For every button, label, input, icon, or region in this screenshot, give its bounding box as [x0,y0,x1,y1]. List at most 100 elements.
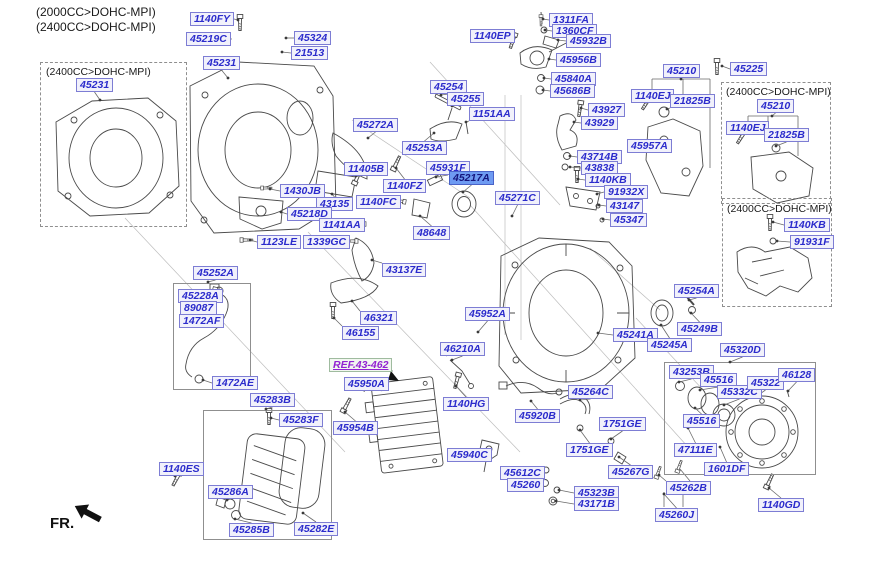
part-label[interactable]: 45612C [500,466,545,480]
part-label[interactable]: 45950A [344,377,389,391]
part-label[interactable]: 45260J [655,508,699,522]
part-label[interactable]: 21825B [764,128,809,142]
part-label[interactable]: 1472AE [212,376,258,390]
part-label[interactable]: 43171B [574,497,619,511]
part-label[interactable]: 45952A [465,307,510,321]
engine-variant-note-2: (2400CC>DOHC-MPI) [36,20,156,34]
part-label[interactable]: 45283F [279,413,323,427]
part-label[interactable]: 45231 [203,56,241,70]
part-label[interactable]: 1140HG [443,397,490,411]
part-label[interactable]: 43838 [581,161,619,175]
part-label[interactable]: 1472AF [179,314,225,328]
variant-group-caption-left: (2400CC>DOHC-MPI) [46,66,151,78]
part-label[interactable]: 45219C [186,32,231,46]
part-label[interactable]: 1339GC [303,235,351,249]
part-label[interactable]: 45957A [627,139,672,153]
part-label[interactable]: 43147 [606,199,644,213]
part-label[interactable]: 45956B [556,53,601,67]
part-label[interactable]: 45840A [551,72,596,86]
part-label[interactable]: 45225 [730,62,768,76]
part-label[interactable]: 45940C [447,448,492,462]
part-label[interactable]: 91932X [604,185,649,199]
part-label[interactable]: 48648 [413,226,451,240]
part-label[interactable]: 43927 [588,103,626,117]
part-label[interactable]: 43714B [577,150,622,164]
part-label[interactable]: 45252A [193,266,238,280]
part-label[interactable]: 21513 [291,46,329,60]
part-label[interactable]: 89087 [180,301,218,315]
part-label[interactable]: 45210 [757,99,795,113]
variant-group-box-mount [721,82,831,204]
part-label[interactable]: 45228A [178,289,223,303]
part-label[interactable]: 45283B [250,393,295,407]
ref-arrowhead-icon [388,371,399,381]
variant-group-caption-sensor: (2400CC>DOHC-MPI) [727,203,832,215]
part-label[interactable]: 45253A [402,141,447,155]
front-direction-label: FR. [50,515,75,532]
part-label[interactable]: 1751GE [599,417,646,431]
part-label[interactable]: 46128 [778,368,816,382]
part-label[interactable]: 45271C [495,191,540,205]
part-label[interactable]: 91931F [790,235,834,249]
part-label[interactable]: 45260 [507,478,545,492]
part-label[interactable]: 45264C [568,385,613,399]
part-label[interactable]: 45262B [666,481,711,495]
part-label[interactable]: 45323B [574,486,619,500]
part-label[interactable]: 45285B [229,523,274,537]
part-label[interactable]: 45254A [674,284,719,298]
part-label[interactable]: 45932B [566,34,611,48]
part-label[interactable]: 43137E [382,263,427,277]
part-label[interactable]: 45231 [76,78,114,92]
part-label[interactable]: 45347 [610,213,648,227]
part-label[interactable]: 45249B [677,322,722,336]
part-label[interactable]: 45286A [208,485,253,499]
part-label[interactable]: 1140GD [758,498,805,512]
part-label[interactable]: 45245A [647,338,692,352]
part-label[interactable]: 45282E [294,522,339,536]
part-label[interactable]: 45324 [294,31,332,45]
part-label[interactable]: 46155 [342,326,380,340]
variant-group-box-sensor [722,198,832,307]
part-label[interactable]: 1140FZ [383,179,427,193]
part-label[interactable]: 47111E [674,443,717,457]
part-label[interactable]: 1140KB [585,173,631,187]
part-label[interactable]: 1140FC [356,195,401,209]
part-label[interactable]: 1141AA [319,218,365,232]
part-label[interactable]: 45272A [353,118,398,132]
part-label[interactable]: 1140ES [159,462,204,476]
part-label[interactable]: 1140EP [470,29,515,43]
variant-group-box-left [40,62,187,227]
part-label[interactable]: 45320D [720,343,765,357]
part-label[interactable]: 1140FY [190,12,234,26]
part-label[interactable]: 1140KB [784,218,830,232]
part-label[interactable]: 1430JB [280,184,325,198]
part-label[interactable]: 45954B [333,421,378,435]
part-label[interactable]: 21825B [670,94,715,108]
part-label[interactable]: 45516 [683,414,721,428]
part-label[interactable]: 45241A [613,328,658,342]
part-label[interactable]: 46210A [440,342,485,356]
part-label[interactable]: 45255 [447,92,485,106]
ref-link-label[interactable]: REF.43-462 [329,358,393,372]
part-label[interactable]: 1140EJ [631,89,675,103]
engine-variant-note-1: (2000CC>DOHC-MPI) [36,5,156,19]
part-label[interactable]: 11405B [344,162,389,176]
part-label[interactable]: 45218D [287,207,332,221]
part-label[interactable]: 43929 [581,116,619,130]
part-label[interactable]: 45322 [747,376,785,390]
part-label[interactable]: 1601DF [704,462,750,476]
part-label[interactable]: 1123LE [257,235,301,249]
part-label[interactable]: 1140EJ [726,121,770,135]
part-label[interactable]: 45920B [515,409,560,423]
selected-part-label[interactable]: 45217A [449,171,494,185]
part-label[interactable]: 45210 [663,64,701,78]
part-label[interactable]: 46321 [360,311,398,325]
front-direction-arrow-icon [74,504,102,523]
part-label[interactable]: 45686B [550,84,595,98]
part-label[interactable]: 45267G [608,465,654,479]
part-label[interactable]: 1151AA [469,107,515,121]
part-label[interactable]: 1751GE [566,443,613,457]
